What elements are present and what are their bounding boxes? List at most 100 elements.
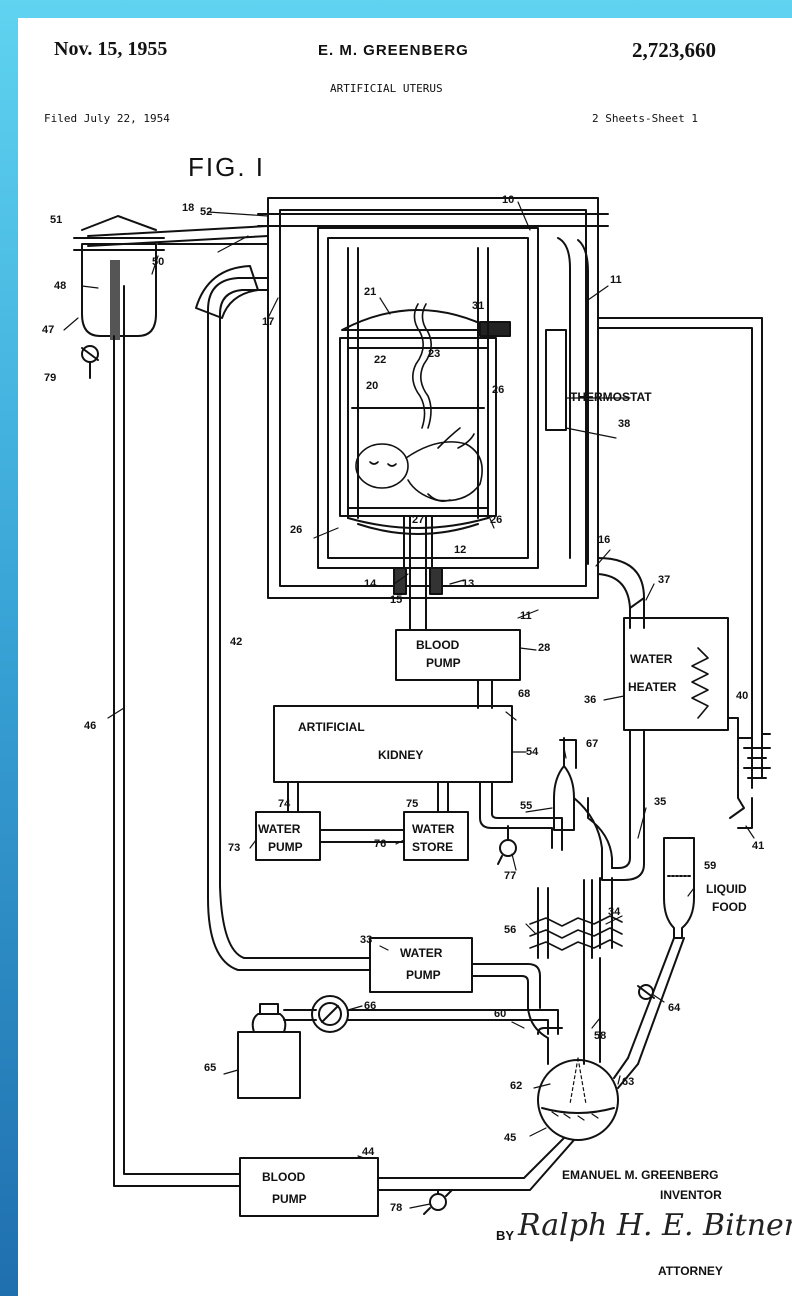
label-blood-pump-top-2: PUMP <box>426 656 461 670</box>
label-liquid-food-1: LIQUID <box>706 882 747 896</box>
ref-numeral: 34 <box>608 906 621 918</box>
thermostat-probe <box>545 329 567 431</box>
ref-numeral: 11 <box>610 274 622 286</box>
label-water-pump-mid-1: WATER <box>400 946 443 960</box>
patent-sheet: Nov. 15, 1955 E. M. GREENBERG 2,723,660 … <box>18 18 792 1296</box>
water-pump-left-box <box>255 811 321 861</box>
ref-numeral: 20 <box>366 380 379 392</box>
ref-numeral: 79 <box>44 372 57 384</box>
ref-numeral: 68 <box>518 688 531 700</box>
ref-numeral: 63 <box>622 1076 635 1088</box>
ref-numeral: 13 <box>462 578 475 590</box>
blood-pump-bottom-box <box>239 1157 379 1217</box>
attorney-role: ATTORNEY <box>658 1264 723 1278</box>
liquid-food-bottle <box>663 837 695 939</box>
filed-date: Filed July 22, 1954 <box>44 112 170 125</box>
label-water-store-1: WATER <box>412 822 455 836</box>
ref-numeral: 22 <box>374 354 387 366</box>
patent-diagram <box>63 197 771 1217</box>
ref-numeral: 65 <box>204 1062 217 1074</box>
label-water-heater-1: WATER <box>630 652 673 666</box>
label-blood-pump-bottom-2: PUMP <box>272 1192 307 1206</box>
ref-numeral: 23 <box>428 348 441 360</box>
ref-numeral: 15 <box>390 594 403 606</box>
ref-numeral: 40 <box>736 690 749 702</box>
label-water-heater-2: HEATER <box>628 680 677 694</box>
figure-label: FIG. I <box>188 152 265 182</box>
patent-title: ARTIFICIAL UTERUS <box>330 82 443 95</box>
ref-numeral: 38 <box>618 418 631 430</box>
ref-numeral: 66 <box>364 1000 377 1012</box>
ref-numeral: 48 <box>54 280 67 292</box>
label-kidney-2: KIDNEY <box>378 748 424 762</box>
label-liquid-food-2: FOOD <box>712 900 747 914</box>
ref-numeral: 54 <box>526 746 539 758</box>
ref-numeral: 45 <box>504 1132 517 1144</box>
elbow-17 <box>195 265 259 319</box>
ref-numeral: 46 <box>84 720 97 732</box>
ref-numeral: 18 <box>182 202 195 214</box>
ref-numeral: 67 <box>586 738 599 750</box>
inventor-header: E. M. GREENBERG <box>318 42 469 59</box>
label-water-pump-left-2: PUMP <box>268 840 303 854</box>
ref-numeral: 27 <box>412 514 425 526</box>
patent-number: 2,723,660 <box>632 38 716 62</box>
water-heater-box <box>623 617 729 731</box>
ref-numeral: 12 <box>454 544 467 556</box>
label-water-pump-left-1: WATER <box>258 822 301 836</box>
ref-numeral: 41 <box>752 840 765 852</box>
fetus-drawing <box>355 427 483 502</box>
ref-numeral: 51 <box>50 214 63 226</box>
attorney-signature: Ralph H. E. Bitner <box>518 1208 792 1243</box>
inner-chamber <box>317 227 539 569</box>
ref-numeral: 47 <box>42 324 55 336</box>
patent-date: Nov. 15, 1955 <box>54 38 168 60</box>
ref-numeral: 62 <box>510 1080 523 1092</box>
ref-numeral: 55 <box>520 800 533 812</box>
ref-numeral: 59 <box>704 860 717 872</box>
ref-numeral: 50 <box>152 256 165 268</box>
outer-water-jacket <box>267 197 599 599</box>
label-blood-pump-top-1: BLOOD <box>416 638 460 652</box>
ref-numeral: 78 <box>390 1202 403 1214</box>
ref-numeral: 31 <box>472 300 485 312</box>
ref-numeral: 76 <box>374 838 387 850</box>
fetal-container <box>339 337 497 517</box>
oxygenator-flask <box>537 1059 619 1141</box>
label-kidney-1: ARTIFICIAL <box>298 720 365 734</box>
ref-numeral: 26 <box>492 384 505 396</box>
ref-numeral: 35 <box>654 796 667 808</box>
ref-numeral: 73 <box>228 842 241 854</box>
water-store-box <box>403 811 469 861</box>
ref-numeral: 60 <box>494 1008 507 1020</box>
ref-numeral: 11 <box>520 610 532 622</box>
elbow-16 <box>597 557 645 609</box>
sheet-count: 2 Sheets-Sheet 1 <box>592 112 698 125</box>
ref-numeral: 14 <box>364 578 377 590</box>
ref-numeral: 52 <box>200 206 213 218</box>
ref-numeral: 64 <box>668 1002 681 1014</box>
ref-numeral: 26 <box>490 514 503 526</box>
ref-numeral: 17 <box>262 316 275 328</box>
ref-numeral: 21 <box>364 286 377 298</box>
gas-bottle <box>237 1031 301 1099</box>
ref-numeral: 75 <box>406 798 419 810</box>
label-thermostat: THERMOSTAT <box>570 390 652 404</box>
inventor-role: INVENTOR <box>660 1188 722 1202</box>
ref-numeral: 36 <box>584 694 597 706</box>
ref-numeral: 37 <box>658 574 671 586</box>
ref-numeral: 33 <box>360 934 373 946</box>
inventor-full-name: EMANUEL M. GREENBERG <box>562 1168 719 1182</box>
ref-numeral: 58 <box>594 1030 607 1042</box>
diaphragm <box>341 309 495 331</box>
ref-numeral: 56 <box>504 924 517 936</box>
ref-numeral: 10 <box>502 194 515 206</box>
blood-pump-top-box <box>395 629 521 681</box>
ref-numeral: 28 <box>538 642 551 654</box>
ref-numeral: 74 <box>278 798 291 810</box>
ref-numeral: 26 <box>290 524 303 536</box>
ref-numeral: 42 <box>230 636 243 648</box>
by-label: BY <box>496 1228 515 1243</box>
label-blood-pump-bottom-1: BLOOD <box>262 1170 306 1184</box>
ref-numeral: 44 <box>362 1146 375 1158</box>
